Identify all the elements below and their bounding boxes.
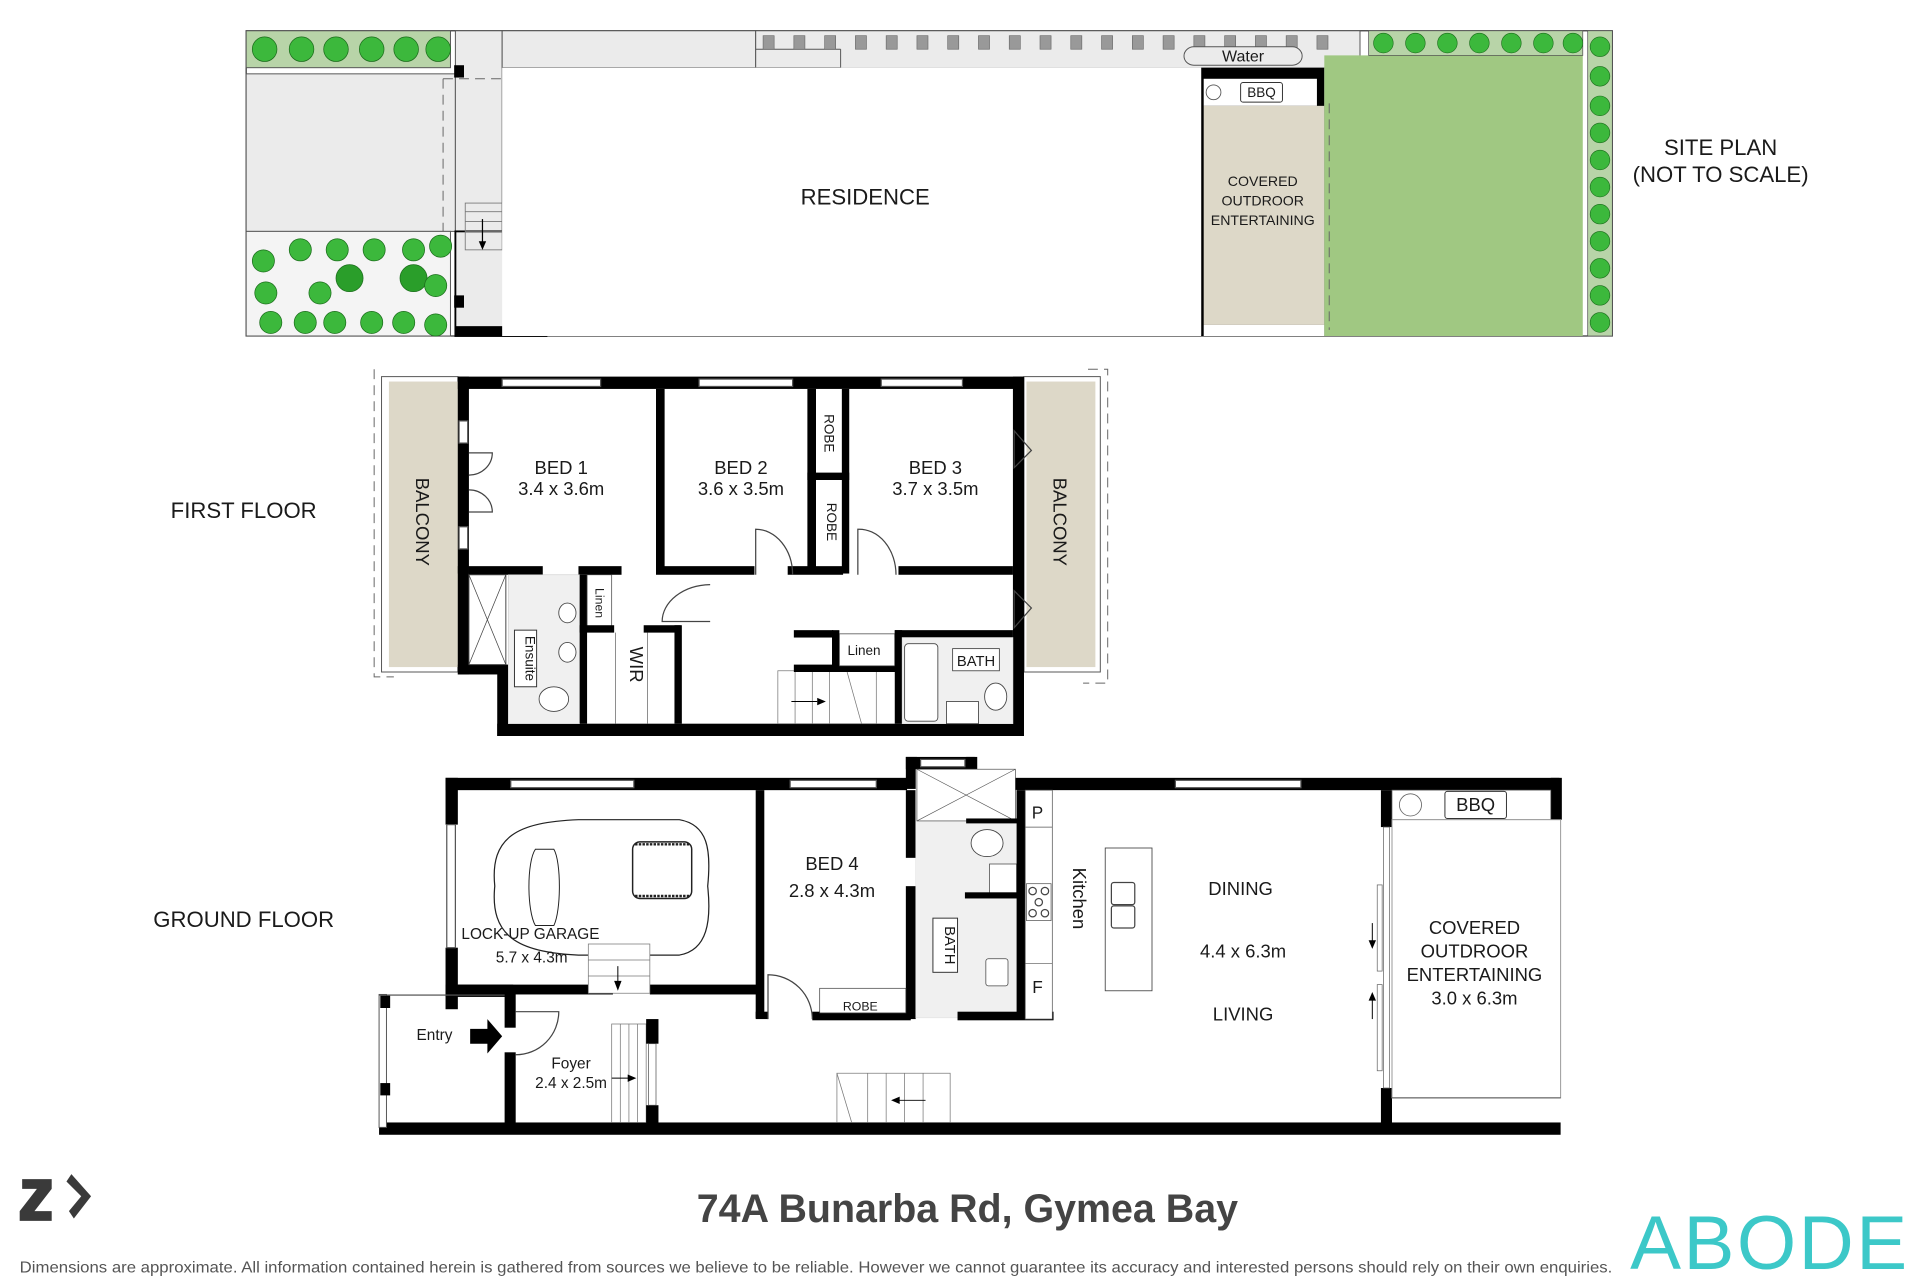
front-door[interactable]: [515, 1011, 560, 1056]
bed3-label: BED 3: [909, 457, 962, 478]
balcony-right: [1026, 381, 1096, 668]
bed2-door[interactable]: [755, 528, 794, 575]
bed1-label: BED 1: [535, 457, 588, 478]
bed4-size: 2.8 x 4.3m: [789, 880, 875, 901]
site-plan: Water RESIDENCE BBQ COVERED OUTDROOR ENT…: [245, 30, 1809, 337]
entry-label: Entry: [417, 1027, 453, 1044]
lawn: [1324, 55, 1583, 337]
fridge-label: F: [1032, 977, 1043, 997]
toilet-icon: [984, 682, 1008, 711]
bath-ground-label: BATH: [941, 926, 957, 964]
balcony-right-label: BALCONY: [1050, 478, 1071, 566]
basin-icon: [558, 642, 577, 663]
dining-label: DINING: [1208, 878, 1273, 899]
bed3-door[interactable]: [857, 528, 897, 575]
footer: 74A Bunarba Rd, Gymea Bay Dimensions are…: [19, 1174, 1909, 1280]
bathtub-icon: [904, 643, 939, 722]
covered-label-3: ENTERTAINING: [1211, 212, 1315, 228]
residence-label: RESIDENCE: [801, 184, 930, 209]
bed2-size: 3.6 x 3.5m: [698, 478, 784, 499]
site-plan-subtitle: (NOT TO SCALE): [1633, 162, 1809, 187]
bed4-label: BED 4: [805, 853, 858, 874]
foyer-size: 2.4 x 2.5m: [535, 1075, 607, 1092]
balcony-left-label: BALCONY: [412, 478, 433, 566]
abode-brand-logo: ABODE: [1630, 1201, 1909, 1280]
kitchen-label: Kitchen: [1069, 868, 1090, 930]
stairs-garage: [587, 943, 651, 994]
linen-1-label: Linen: [593, 588, 607, 618]
robe-2-label: ROBE: [824, 503, 839, 541]
stairs-foyer: [611, 1023, 647, 1123]
bbq-ground-label: BBQ: [1456, 794, 1495, 815]
bbq-box: [1240, 81, 1283, 103]
garage-size: 5.7 x 4.3m: [496, 949, 568, 966]
toilet-icon: [970, 829, 1004, 858]
balcony-left: [388, 381, 458, 668]
bed1-size: 3.4 x 3.6m: [518, 478, 604, 499]
covered-ground-size: 3.0 x 6.3m: [1431, 987, 1517, 1008]
ground-floor-plan: GROUND FLOOR LOC: [153, 756, 1562, 1135]
wir-label: WIR: [626, 647, 647, 683]
site-plan-title: SITE PLAN: [1664, 135, 1777, 160]
living-size: 4.4 x 6.3m: [1200, 941, 1286, 962]
basin-icon: [558, 602, 577, 624]
plant-icons: [251, 234, 453, 337]
robe-1-label: ROBE: [822, 414, 837, 452]
living-label: LIVING: [1213, 1003, 1274, 1024]
covered-ground-label-2: OUTDROOR: [1421, 941, 1529, 962]
stairs-first-floor: [777, 670, 877, 725]
bbq-label: BBQ: [1247, 85, 1276, 100]
cooktop-icon: [1026, 883, 1052, 921]
wir-door[interactable]: [661, 584, 711, 623]
bbq-grill-icon: [1205, 84, 1222, 101]
ground-floor-label: GROUND FLOOR: [153, 907, 334, 932]
bed2-label: BED 2: [714, 457, 767, 478]
disclaimer-text: Dimensions are approximate. All informat…: [20, 1260, 1613, 1277]
garage-label: LOCK-UP GARAGE: [461, 926, 599, 943]
covered-ground-label-1: COVERED: [1429, 917, 1520, 938]
residence: [502, 67, 1202, 336]
bed3-size: 3.7 x 3.5m: [892, 478, 978, 499]
kitchen-island: [1104, 847, 1153, 992]
first-floor-label: FIRST FLOOR: [171, 498, 317, 523]
first-floor-plan: FIRST FLOOR BALCONY BALCONY: [171, 368, 1109, 736]
stairs-living: [836, 1072, 951, 1123]
sink-icon: [985, 958, 1009, 987]
covered-label-2: OUTDROOR: [1222, 193, 1304, 209]
linen-2-label: Linen: [847, 643, 880, 658]
vanity-icon: [946, 701, 979, 725]
z-arrow-logo-icon: [19, 1174, 92, 1221]
bbq-grill-icon: [1398, 793, 1422, 817]
pantry-label: P: [1032, 802, 1044, 822]
ensuite-label: Ensuite: [523, 636, 538, 681]
water-tank: [1183, 46, 1303, 66]
plant-icons: [251, 36, 451, 62]
plant-icons: [1373, 32, 1611, 333]
water-label: Water: [1222, 49, 1265, 66]
driveway: [245, 73, 456, 232]
car-icon: [493, 819, 710, 956]
paver-icons: [762, 35, 1329, 50]
covered-label-1: COVERED: [1228, 173, 1298, 189]
bed4-door[interactable]: [767, 974, 813, 1020]
covered-ground-label-3: ENTERTAINING: [1407, 964, 1543, 985]
foyer-label: Foyer: [551, 1055, 590, 1072]
bath-label: BATH: [957, 654, 995, 670]
entry-arrow-icon: [470, 1019, 503, 1054]
toilet-icon: [538, 686, 570, 712]
robe-label: ROBE: [843, 999, 878, 1013]
covered-outdoor-ground: [1391, 819, 1562, 1099]
property-address: 74A Bunarba Rd, Gymea Bay: [697, 1187, 1238, 1231]
basin-icon: [989, 863, 1017, 894]
